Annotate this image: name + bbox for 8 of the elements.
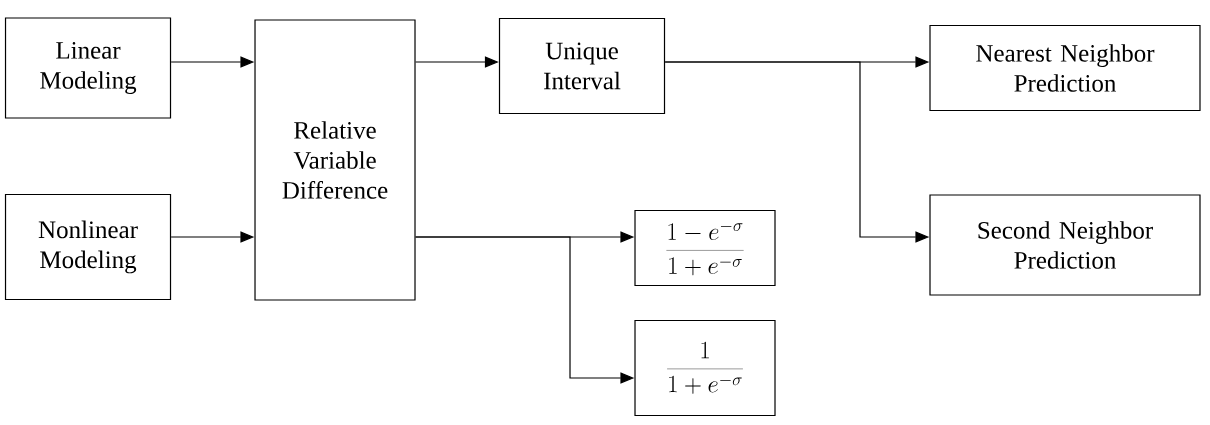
process-box: Nonlinear Modeling — [4, 193, 172, 301]
process-box: Nearest Neighbor Prediction — [929, 24, 1201, 112]
process-box: Relative Variable Difference — [254, 19, 416, 301]
process-box: Linear Modeling — [4, 17, 172, 119]
formula-box: $\frac{1-e^{-\sigma}}{1+e^{-\sigma}}$ — [634, 209, 776, 287]
process-box: Second Neighbor Prediction — [929, 194, 1201, 296]
process-box: Unique Interval — [498, 17, 666, 115]
formula-box: $\frac{1}{1+e^{-\sigma}}$ — [634, 319, 776, 417]
